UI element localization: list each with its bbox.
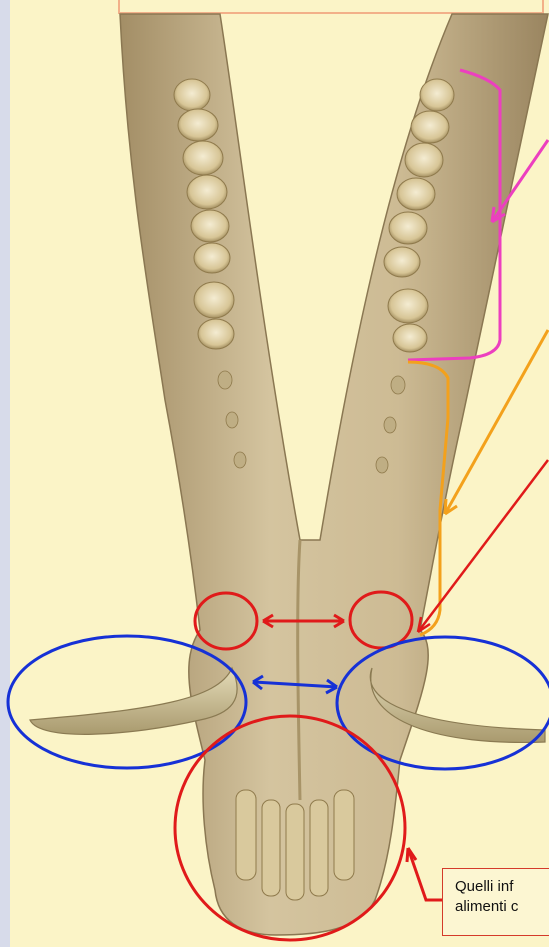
caption-box: Quelli inf alimenti c (442, 868, 549, 936)
caption-line-2: alimenti c (455, 897, 549, 917)
caption-line-1: Quelli inf (455, 877, 549, 897)
